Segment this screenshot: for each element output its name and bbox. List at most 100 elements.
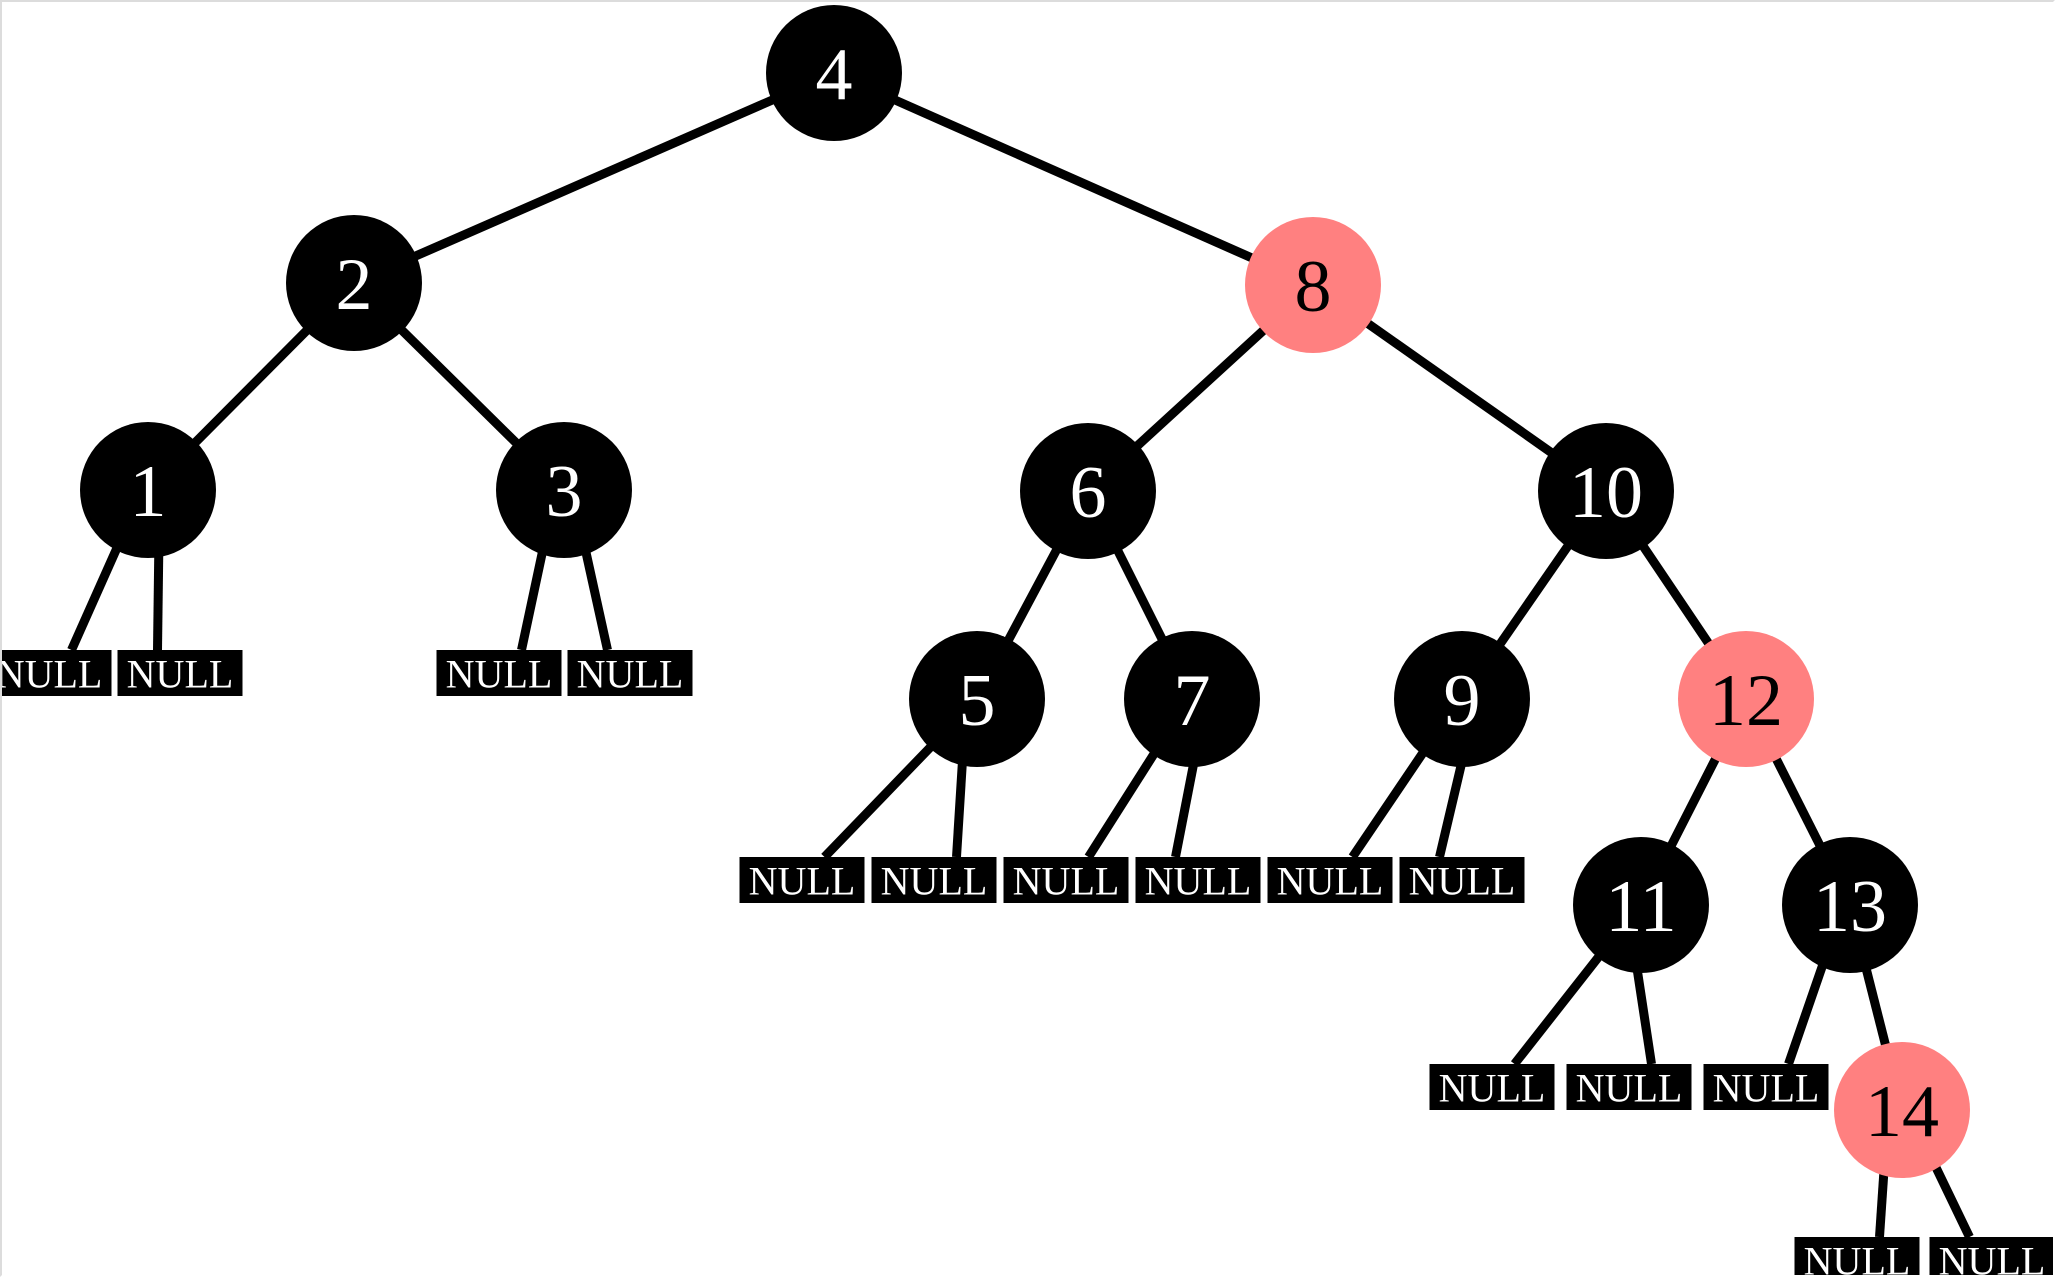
tree-node-7[interactable]: 7 [1124, 631, 1260, 767]
tree-edge-n1-to-null-1R [153, 551, 164, 651]
null-leaf: NULL [871, 857, 997, 904]
null-leaf-box [1794, 1237, 1920, 1275]
tree-node-label: 3 [546, 451, 583, 533]
tree-node-circle-red[interactable] [1834, 1042, 1970, 1178]
tree-edge-n10-to-n12 [1637, 540, 1715, 650]
tree-node-label: 5 [959, 660, 996, 742]
null-leaf-label: NULL [446, 652, 553, 697]
tree-node-label: 12 [1709, 660, 1783, 742]
tree-node-label: 8 [1295, 246, 1332, 328]
tree-node-10[interactable]: 10 [1538, 423, 1674, 559]
tree-edge-n4-to-n8 [889, 94, 1258, 264]
null-leaf-label: NULL [1145, 859, 1252, 904]
tree-edge-n3-to-null-3R [580, 547, 612, 651]
null-leaf-label: NULL [881, 859, 988, 904]
tree-node-circle-black[interactable] [909, 631, 1045, 767]
tree-edge-n5-to-null-5L [821, 740, 937, 861]
null-leaf-label: NULL [127, 652, 234, 697]
null-leaf-box [1003, 857, 1129, 903]
null-leaf: NULL [1929, 1237, 2053, 1275]
tree-node-circle-black[interactable] [496, 422, 632, 558]
null-leaf: NULL [1429, 1064, 1555, 1111]
null-leaf-label: NULL [1439, 1066, 1546, 1111]
null-leaf-label: NULL [1713, 1066, 1820, 1111]
tree-node-9[interactable]: 9 [1394, 631, 1530, 767]
tree-node-14[interactable]: 14 [1834, 1042, 1970, 1178]
tree-node-4[interactable]: 4 [766, 5, 902, 141]
tree-edge-n9-to-null-9R [1435, 760, 1467, 859]
null-leaf: NULL [1003, 857, 1129, 904]
tree-edge-n8-to-n6 [1131, 323, 1270, 453]
tree-edge-n13-to-n14 [1861, 964, 1891, 1051]
tree-edge-n6-to-n7 [1111, 544, 1169, 646]
null-leaf-label: NULL [577, 652, 684, 697]
tree-edge-n8-to-n10 [1361, 317, 1558, 459]
null-leaf: NULL [436, 650, 562, 697]
tree-node-label: 4 [816, 34, 853, 116]
tree-edge-n14-to-null-14L [1875, 1169, 1889, 1238]
tree-edge-n12-to-n11 [1665, 752, 1722, 852]
tree-node-label: 13 [1813, 866, 1887, 948]
tree-node-11[interactable]: 11 [1573, 837, 1709, 973]
tree-node-2[interactable]: 2 [286, 215, 422, 351]
null-leaf-label: NULL [2, 652, 102, 697]
tree-edge-n7-to-null-7L [1084, 747, 1161, 860]
null-leaf: NULL [1703, 1064, 1829, 1111]
null-leaf-box [1135, 857, 1261, 903]
null-leaf: NULL [567, 650, 693, 697]
null-leaf-box [567, 650, 693, 696]
tree-node-5[interactable]: 5 [909, 631, 1045, 767]
tree-edge-n9-to-null-9L [1348, 747, 1429, 860]
tree-node-circle-red[interactable] [1245, 217, 1381, 353]
tree-node-circle-black[interactable] [286, 215, 422, 351]
null-leaf-box [117, 650, 243, 696]
tree-node-label: 11 [1605, 866, 1676, 948]
tree-node-circle-black[interactable] [1020, 423, 1156, 559]
null-leaf: NULL [1794, 1237, 1920, 1277]
tree-edge-n12-to-n13 [1770, 752, 1826, 852]
null-leaf-box [1929, 1237, 2053, 1275]
null-leaf: NULL [2, 650, 112, 697]
tree-edge-n5-to-null-5R [952, 759, 968, 858]
tree-edge-n14-to-null-14R [1930, 1161, 1974, 1239]
tree-node-circle-black[interactable] [1394, 631, 1530, 767]
tree-node-6[interactable]: 6 [1020, 423, 1156, 559]
tree-node-8[interactable]: 8 [1245, 217, 1381, 353]
tree-edge-n2-to-n3 [395, 323, 523, 450]
tree-node-circle-black[interactable] [1782, 837, 1918, 973]
tree-node-circle-black[interactable] [80, 422, 216, 558]
tree-node-1[interactable]: 1 [80, 422, 216, 558]
tree-edge-n13-to-null-13L [1784, 960, 1829, 1066]
tree-edge-n11-to-null-11L [1510, 950, 1605, 1067]
tree-node-circle-black[interactable] [1538, 423, 1674, 559]
null-leaf: NULL [1267, 857, 1393, 904]
tree-node-label: 7 [1174, 660, 1211, 742]
tree-node-circle-red[interactable] [1678, 631, 1814, 767]
null-leaf-label: NULL [1804, 1239, 1911, 1277]
null-leaf-label: NULL [1409, 859, 1516, 904]
null-leaf-box [871, 857, 997, 903]
null-leaf-box [739, 857, 865, 903]
null-leaf: NULL [739, 857, 865, 904]
null-leaf: NULL [1566, 1064, 1692, 1111]
null-leaf: NULL [1399, 857, 1525, 904]
tree-edge-n7-to-null-7R [1171, 760, 1199, 858]
null-leaf-box [1399, 857, 1525, 903]
tree-node-3[interactable]: 3 [496, 422, 632, 558]
tree-node-circle-black[interactable] [1573, 837, 1709, 973]
null-leaf-box [1267, 857, 1393, 903]
tree-node-circle-black[interactable] [766, 5, 902, 141]
null-leaf-label: NULL [1576, 1066, 1683, 1111]
tree-node-12[interactable]: 12 [1678, 631, 1814, 767]
null-leaf-box [1429, 1064, 1555, 1110]
tree-node-13[interactable]: 13 [1782, 837, 1918, 973]
tree-edge-n11-to-null-11R [1632, 966, 1656, 1065]
tree-node-label: 1 [130, 451, 167, 533]
tree-node-circle-black[interactable] [1124, 631, 1260, 767]
null-leaf-box [1566, 1064, 1692, 1110]
null-leaf-box [2, 650, 112, 696]
null-leaves-layer: NULL NULL NULL NULL NULL NULL NULL NULL NULL NULL… [2, 650, 2053, 1277]
